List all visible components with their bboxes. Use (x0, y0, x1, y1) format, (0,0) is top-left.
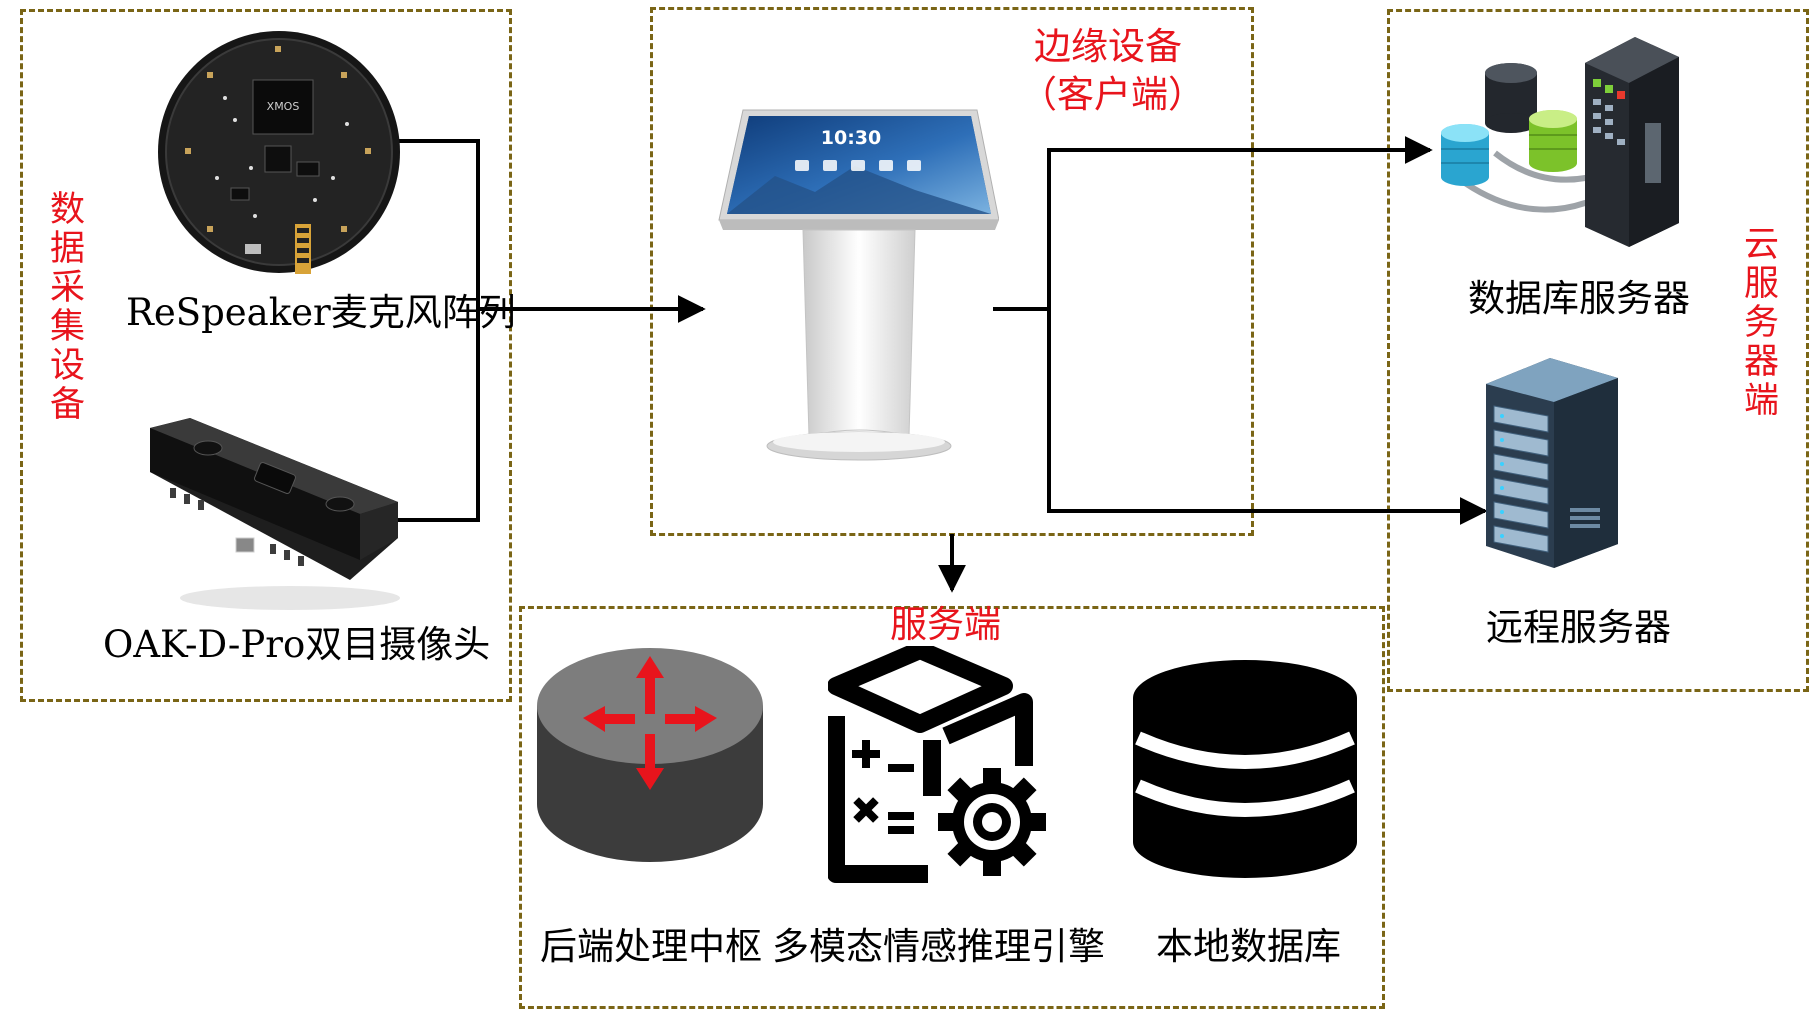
router-hub-icon (537, 648, 763, 862)
chip-brand-text: XMOS (267, 100, 300, 113)
database-server-icon (1441, 37, 1679, 247)
mic-array-board-icon: XMOS (158, 31, 400, 274)
camera-label: OAK-D-Pro双目摄像头 (103, 623, 491, 666)
client-label: （客户端） (1020, 73, 1205, 116)
local-database-icon (1133, 660, 1357, 878)
kiosk-clock-text: 10:30 (821, 127, 881, 149)
db-server-label: 数据库服务器 (1468, 277, 1690, 320)
local-db-label: 本地数据库 (1156, 925, 1341, 968)
edge-device-label: 边缘设备 (1034, 25, 1182, 68)
remote-server-rack-icon (1486, 358, 1618, 568)
data-collection-box (20, 9, 512, 702)
inference-engine-icon (828, 646, 1046, 883)
remote-server-label: 远程服务器 (1486, 606, 1671, 649)
emotion-engine-label: 多模态情感推理引擎 (772, 925, 1105, 968)
server-side-box (519, 606, 1385, 1009)
kiosk-terminal-icon: 10:30 (718, 109, 999, 461)
stereo-camera-icon (150, 418, 400, 610)
mic-array-label: ReSpeaker麦克风阵列 (126, 291, 516, 334)
backend-hub-label: 后端处理中枢 (540, 925, 762, 968)
server-side-label: 服务端 (890, 603, 1001, 646)
cloud-server-label: 云服务器端 (1738, 225, 1778, 420)
data-collection-label: 数据采集设备 (44, 190, 84, 424)
